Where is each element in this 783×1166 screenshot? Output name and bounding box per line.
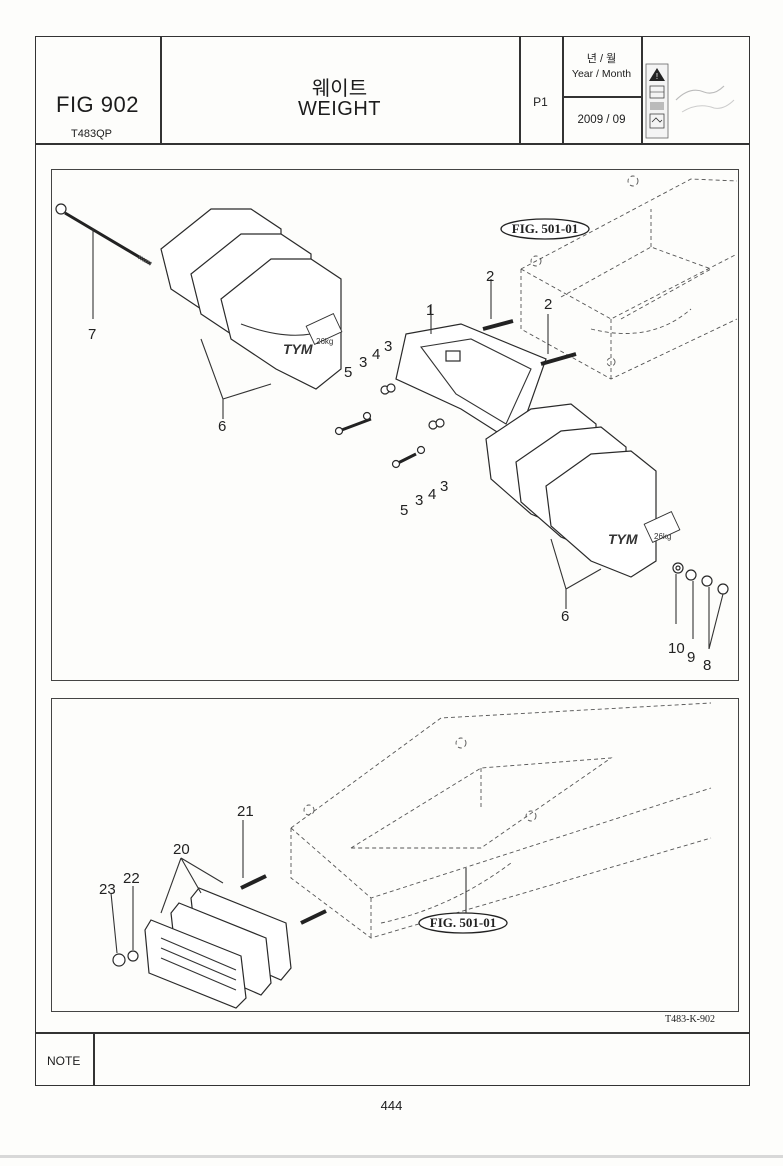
svg-text:!: ! <box>656 72 658 81</box>
callout-9: 9 <box>687 649 695 666</box>
header-divider <box>641 36 643 144</box>
lower-fig-reference: FIG. 501-01 <box>430 915 496 930</box>
title-english: WEIGHT <box>298 98 381 120</box>
weight-plates <box>144 887 292 1009</box>
callout-2: 2 <box>486 268 494 285</box>
weight-marking-right: 26kg <box>654 532 671 541</box>
figure-number: FIG 902 <box>56 92 139 117</box>
fastener-set-lower <box>391 418 445 469</box>
fastener-set-upper <box>334 383 396 436</box>
callout-20: 20 <box>173 841 190 858</box>
callout-3: 3 <box>384 338 392 355</box>
note-label: NOTE <box>47 1054 81 1068</box>
chassis-frame-outline <box>290 702 712 939</box>
weight-stack-right: TYM 26kg <box>485 403 681 578</box>
upper-drawing-panel <box>51 169 739 681</box>
callout-5: 5 <box>344 364 352 381</box>
callout-22: 22 <box>123 870 140 887</box>
callout-23: 23 <box>99 881 116 898</box>
header-bottom-line <box>35 143 750 145</box>
safety-warning-icon: ! <box>645 63 735 139</box>
weight-marking-left: 26kg <box>316 337 333 346</box>
callout-3: 3 <box>415 492 423 509</box>
title-korean: 웨이트 <box>311 78 368 100</box>
weight-stack-left: TYM 26kg <box>160 208 343 390</box>
callout-2: 2 <box>544 296 552 313</box>
date-value: 2009 / 09 <box>577 114 626 126</box>
callout-4: 4 <box>428 486 436 503</box>
page-number: 444 <box>380 1098 403 1113</box>
svg-text:TYM: TYM <box>608 531 638 547</box>
callout-7: 7 <box>88 326 96 343</box>
date-label-korean: 년 / 월 <box>586 53 617 65</box>
drawing-code: T483-K-902 <box>665 1014 715 1025</box>
callout-3: 3 <box>440 478 448 495</box>
header-divider <box>562 96 641 98</box>
upper-fig-reference: FIG. 501-01 <box>512 221 578 236</box>
note-top-line <box>35 1032 750 1034</box>
callout-4: 4 <box>372 346 380 363</box>
date-label-english: Year / Month <box>571 68 632 80</box>
callout-21: 21 <box>237 803 254 820</box>
header-divider <box>562 36 564 144</box>
long-bolt <box>55 203 153 266</box>
svg-text:TYM: TYM <box>283 341 313 357</box>
sheet-frame <box>35 36 750 1086</box>
page-code: P1 <box>533 95 548 109</box>
callout-6: 6 <box>561 608 569 625</box>
note-divider <box>93 1032 95 1086</box>
callout-5: 5 <box>400 502 408 519</box>
callout-1: 1 <box>426 302 434 319</box>
callout-3: 3 <box>359 354 367 371</box>
callout-6: 6 <box>218 418 226 435</box>
model-code: T483QP <box>71 128 112 140</box>
header-divider <box>160 36 162 144</box>
header-divider <box>519 36 521 144</box>
lower-drawing-panel <box>51 698 739 1012</box>
chassis-frame-outline <box>520 175 738 380</box>
scan-edge <box>0 1155 783 1158</box>
lower-exploded-drawing: FIG. 501-01 21 20 22 23 <box>99 702 712 1009</box>
callout-10: 10 <box>668 640 685 657</box>
upper-exploded-drawing: FIG. 501-01 TYM 26kg <box>55 175 738 674</box>
callout-8: 8 <box>703 657 711 674</box>
